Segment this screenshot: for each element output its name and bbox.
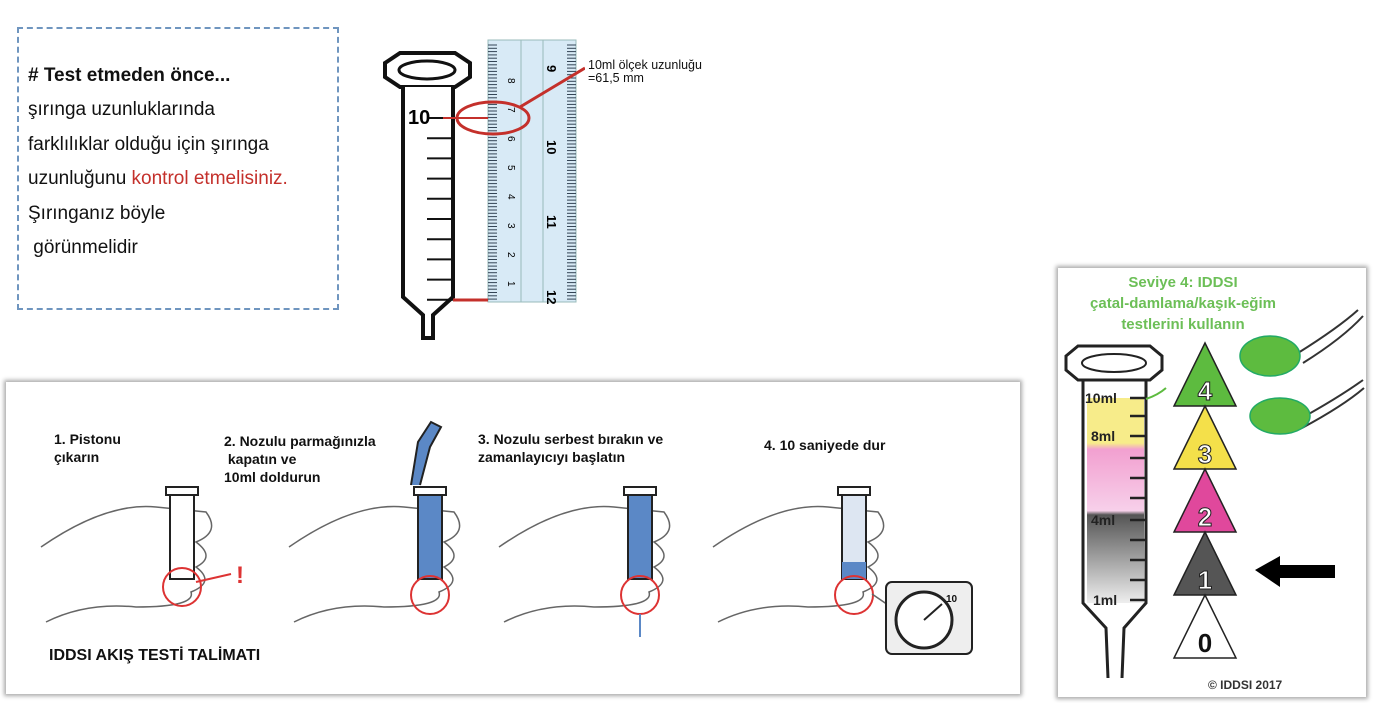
syringe-10-label: 10 [408,107,430,129]
intro-highlight: kontrol etmelisiniz. [131,168,288,189]
level-number: 3 [1198,439,1212,469]
warning-mark: ! [236,562,244,589]
highlight-circle [410,575,450,615]
level-number: 2 [1198,502,1212,532]
intro-line: şırınga uzunluklarında [28,99,215,120]
syringe [383,51,472,340]
intro-heading: # Test etmeden önce... [28,65,231,86]
highlight-circle [455,100,531,136]
syringe-icon [627,493,653,580]
hand-icon [288,505,461,623]
syringe-flange [623,486,657,496]
syringe-flange [165,486,199,496]
ruler-cm-label: 7 [505,107,516,113]
ml-label: 4ml [1091,512,1115,528]
intro-line-prefix: uzunluğunu [28,168,132,189]
spoon-with-puree-icon [1249,379,1365,435]
flow-steps-illustration [40,420,973,655]
intro-line: görünmelidir [28,237,138,258]
fork-with-puree-icon [1239,309,1364,377]
annotation-line: =61,5 mm [588,71,644,85]
hand-icon [498,505,671,623]
intro-line: farklılıklar olduğu için şırınga [28,133,269,155]
highlight-circle [620,575,660,615]
timer-label: 10 [946,594,958,605]
arrow-pointing-level-1-icon [1255,556,1335,587]
ruler-cm-label: 3 [505,223,516,229]
ml-label: 8ml [1091,428,1115,444]
timer-hand [923,603,943,621]
syringe-flange [837,486,871,496]
warning-pointer [195,573,232,583]
ruler-cm-label: 1 [505,281,516,287]
intro-line: uzunluğunu kontrol etmelisiniz. [28,162,337,197]
flow-test-title: IDDSI AKIŞ TESTİ TALİMATI [49,647,261,664]
intro-line: Şırınganız böyle [28,202,166,224]
measurement-annotation: 10ml ölçek uzunluğu =61,5 mm [588,59,702,85]
level-number: 1 [1198,565,1212,595]
highlight-circle [162,567,202,607]
ml-label: 1ml [1093,592,1117,608]
copyright: © IDDSI 2017 [1208,678,1283,692]
pouring-syringe-icon [410,420,443,486]
highlight-circle [834,575,874,615]
ruler-cm-label: 8 [505,78,516,84]
ruler-cm-label: 4 [505,194,516,200]
syringe-icon [169,493,195,580]
intro-note-box: # Test etmeden önce... şırınga uzunlukla… [17,27,339,310]
syringe-icon [417,493,443,580]
ruler-inch-label: 10 [544,140,559,154]
liquid-level [842,562,866,579]
ruler-cm-label: 5 [505,165,516,171]
annotation-line: 10ml ölçek uzunluğu [588,58,702,72]
level-number: 0 [1198,628,1212,658]
syringe-flange [413,486,447,496]
ruler-inch-label: 9 [544,65,559,72]
step-4-label: 4. 10 saniyede dur [764,437,886,453]
hand-icon [712,505,885,623]
level-0-triangle-icon [1172,593,1238,659]
ruler-inch-label: 11 [544,215,559,229]
hand-icon [40,505,213,623]
levels-illustration: 10ml 8ml 4ml 1ml 4 3 2 1 0 [1064,309,1365,679]
ruler-cm-label: 2 [505,252,516,258]
ml-label: 10ml [1085,390,1117,406]
ruler-inch-label: 12 [544,290,559,304]
level-number: 4 [1198,376,1213,406]
ruler-cm-label: 6 [505,136,516,142]
